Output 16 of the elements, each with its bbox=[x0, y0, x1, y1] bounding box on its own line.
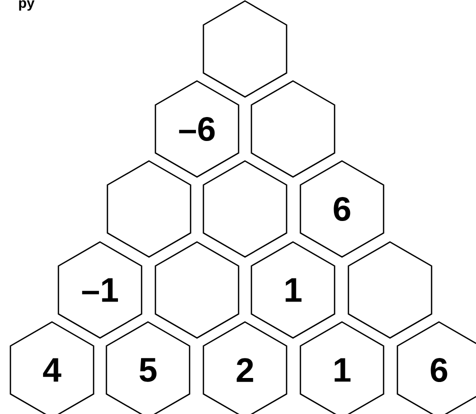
empty-hexagon bbox=[348, 241, 432, 339]
text-fragment: py bbox=[19, 0, 34, 11]
number-hexagon: –6 bbox=[154, 80, 240, 178]
number-hexagon: 6 bbox=[300, 160, 384, 258]
number-hexagon: 1 bbox=[250, 241, 336, 339]
empty-hexagon bbox=[154, 241, 240, 339]
number-hexagon: 6 bbox=[396, 321, 476, 414]
number-hexagon: 2 bbox=[202, 321, 288, 414]
empty-hexagon bbox=[250, 80, 336, 178]
empty-hexagon bbox=[106, 160, 192, 258]
number-hexagon: –1 bbox=[58, 241, 142, 339]
number-hexagon: 4 bbox=[10, 321, 94, 414]
empty-hexagon bbox=[202, 160, 288, 258]
empty-hexagon bbox=[202, 0, 288, 98]
number-hexagon: 1 bbox=[300, 321, 384, 414]
number-hexagon: 5 bbox=[106, 321, 190, 414]
